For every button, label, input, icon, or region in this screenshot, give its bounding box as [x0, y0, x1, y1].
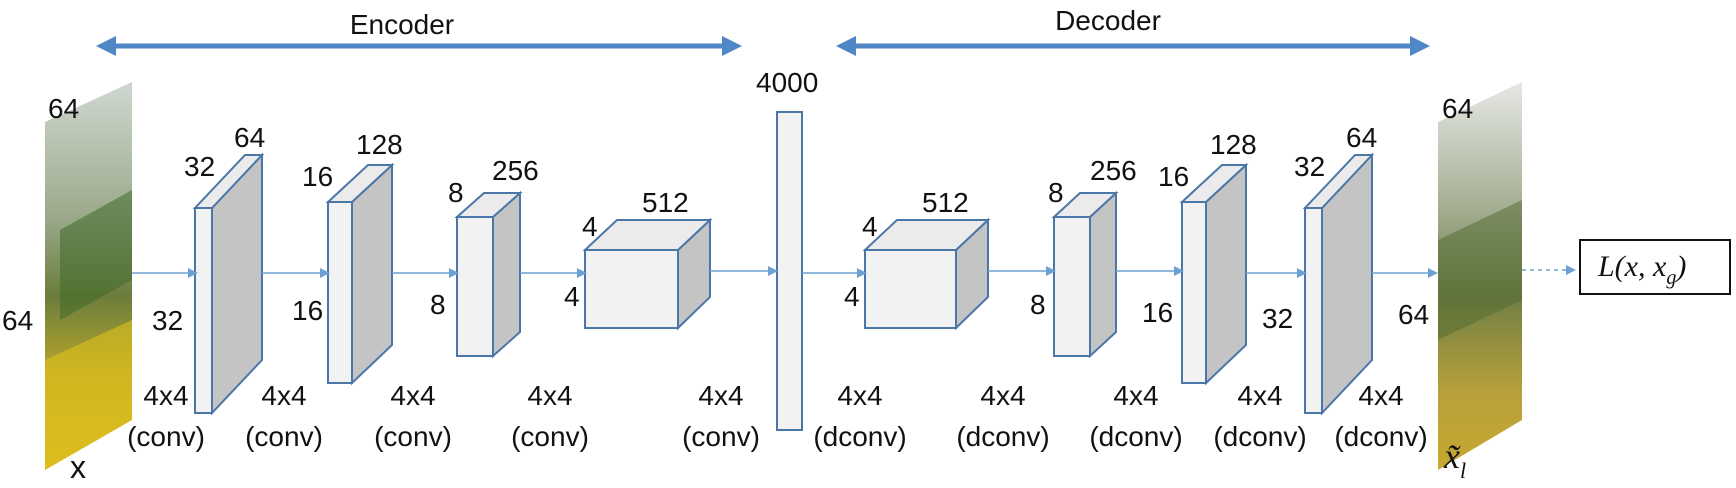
decoder-title: Decoder [1055, 5, 1161, 36]
encoder-4-width: 4 [564, 281, 580, 312]
encoder-3-width: 8 [430, 289, 446, 320]
input-symbol: x [70, 449, 86, 485]
decoder-4-channels: 64 [1346, 122, 1377, 153]
decoder-2-kernel: 4x4 [980, 380, 1025, 411]
bottleneck-units: 4000 [756, 67, 818, 98]
decoder-span-arrow [836, 36, 1430, 56]
decoder-block-1 [862, 217, 991, 331]
decoder-4-width: 32 [1262, 303, 1293, 334]
decoder-3-channels: 128 [1210, 129, 1257, 160]
encoder-1-kernel: 4x4 [143, 380, 188, 411]
output-image [1438, 82, 1522, 470]
input-height-label: 64 [2, 305, 33, 336]
loss-box [1579, 239, 1731, 295]
encoder-2-channels: 128 [356, 129, 403, 160]
encoder-2-width: 16 [292, 295, 323, 326]
decoder-3-width: 16 [1142, 297, 1173, 328]
decoder-5-kernel: 4x4 [1358, 380, 1403, 411]
encoder-1-channels: 64 [234, 122, 265, 153]
encoder-title: Encoder [350, 9, 454, 40]
encoder-3-height: 8 [448, 177, 464, 208]
decoder-4-height: 32 [1294, 151, 1325, 182]
encoder-block-4 [582, 217, 713, 331]
encoder-1-height: 32 [184, 151, 215, 182]
encoder-4-channels: 512 [642, 187, 689, 218]
encoder-3-channels: 256 [492, 155, 539, 186]
decoder-3-height: 16 [1158, 161, 1189, 192]
decoder-3-op: (dconv) [1089, 421, 1182, 452]
encoder-block-3 [454, 190, 523, 359]
decoder-1-op: (dconv) [813, 421, 906, 452]
input-width-label: 64 [48, 93, 79, 124]
decoder-block-4 [1302, 152, 1375, 416]
decoder-1-height: 4 [862, 211, 878, 242]
input-image [45, 82, 132, 470]
encoder-span-arrow [96, 36, 742, 56]
encoder-2-kernel: 4x4 [261, 380, 306, 411]
bottleneck-op: (conv) [682, 421, 760, 452]
bottleneck-layer [776, 111, 803, 431]
encoder-1-width: 32 [152, 305, 183, 336]
decoder-5-op: (dconv) [1334, 421, 1427, 452]
encoder-1-op: (conv) [127, 421, 205, 452]
kernel-labels: 4x4 (conv) 4x4 (conv) 4x4 (conv) 4x4 (co… [127, 380, 1428, 452]
encoder-2-op: (conv) [245, 421, 323, 452]
decoder-1-kernel: 4x4 [837, 380, 882, 411]
bottleneck-kernel: 4x4 [698, 380, 743, 411]
encoder-2-height: 16 [302, 161, 333, 192]
encoder-3-op: (conv) [374, 421, 452, 452]
encoder-3-kernel: 4x4 [390, 380, 435, 411]
encoder-block-2 [325, 162, 395, 386]
decoder-4-op: (dconv) [1213, 421, 1306, 452]
decoder-1-width: 4 [844, 281, 860, 312]
decoder-1-channels: 512 [922, 187, 969, 218]
decoder-4-kernel: 4x4 [1237, 380, 1282, 411]
flow-arrows [132, 265, 1576, 278]
decoder-block-3 [1179, 162, 1249, 386]
decoder-block-2 [1051, 190, 1119, 359]
encoder-4-kernel: 4x4 [527, 380, 572, 411]
encoder-4-op: (conv) [511, 421, 589, 452]
decoder-3-kernel: 4x4 [1113, 380, 1158, 411]
decoder-2-channels: 256 [1090, 155, 1137, 186]
output-height-label: 64 [1398, 299, 1429, 330]
output-width-label: 64 [1442, 93, 1473, 124]
decoder-2-width: 8 [1030, 289, 1046, 320]
encoder-block-1 [192, 152, 265, 416]
decoder-2-op: (dconv) [956, 421, 1049, 452]
encoder-4-height: 4 [582, 211, 598, 242]
decoder-2-height: 8 [1048, 177, 1064, 208]
